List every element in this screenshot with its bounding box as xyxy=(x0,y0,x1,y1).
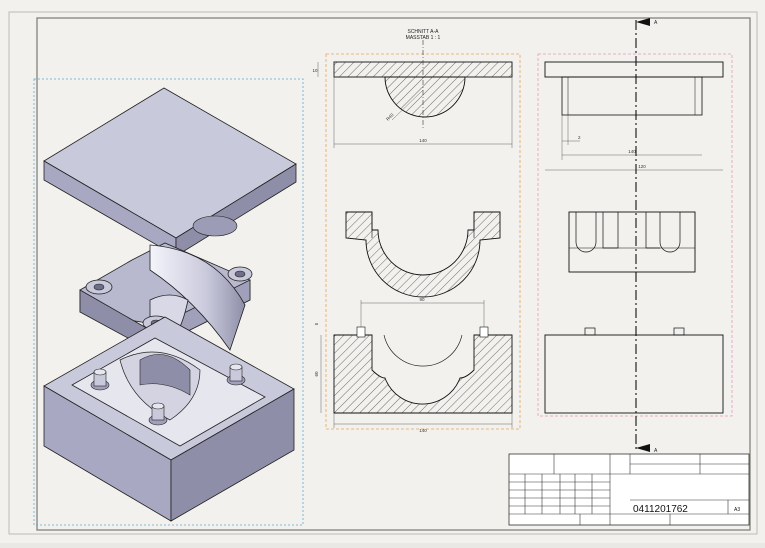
dim-bore-radius: R40 xyxy=(385,112,395,122)
section-cut-line: A A xyxy=(635,18,658,454)
isometric-view-frame[interactable] xyxy=(33,78,304,526)
dim-cap-width-side: 140 xyxy=(628,149,636,154)
cut-label-top: A xyxy=(654,20,658,26)
dim-top-thickness: 10 xyxy=(312,68,318,73)
section-title: SCHNITT A-A xyxy=(407,29,439,35)
side-view-frame[interactable] xyxy=(537,53,733,417)
dim-base-width: 140 xyxy=(419,428,427,433)
drawing-number: 0411201762 xyxy=(633,504,688,515)
title-block: 0411201762 A3 xyxy=(508,453,750,526)
side-view-drawings: 140 120 2 xyxy=(544,61,724,414)
dim-base-height: 60 xyxy=(314,371,319,377)
sheet-outer-border xyxy=(8,11,758,535)
dim-pin-spacing: 90 xyxy=(419,297,425,302)
dim-top-width: 140 xyxy=(419,138,427,143)
cut-label-bottom: A xyxy=(654,448,658,454)
isometric-assembly-view xyxy=(43,87,297,522)
sheet-format: A3 xyxy=(734,507,740,513)
sheet-inner-border xyxy=(36,17,751,531)
dim-pin-height: 5 xyxy=(314,322,319,325)
iso-top-plate xyxy=(43,87,297,257)
dim-side-total: 120 xyxy=(638,164,646,169)
section-bearing-cap xyxy=(345,211,501,298)
section-scale: MASSTAB 1 : 1 xyxy=(406,35,441,41)
dim-cap-depth-side: 2 xyxy=(578,135,581,140)
iso-base-block xyxy=(43,316,295,522)
section-top-plate: 140 10 R40 xyxy=(312,40,513,148)
section-base: 90 5 60 140 xyxy=(314,297,513,433)
